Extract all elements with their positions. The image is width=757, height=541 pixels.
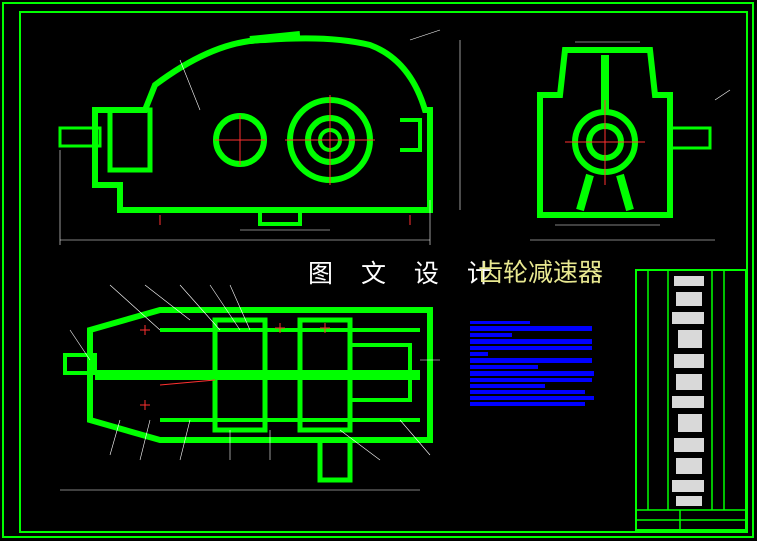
- plan-view-leaders: [60, 284, 440, 491]
- plan-view: [63, 307, 433, 483]
- drawing-title: 齿轮减速器: [478, 258, 604, 287]
- front-view-dimensions: [59, 29, 461, 245]
- front-elevation-view: [58, 31, 433, 226]
- front-view-centerlines: [159, 95, 411, 225]
- side-view-dimensions: [530, 41, 731, 241]
- parts-list-table: [635, 269, 747, 531]
- side-view: [537, 47, 712, 218]
- plan-view-centerlines: [140, 323, 330, 410]
- parts-list-rows: [672, 276, 704, 506]
- technical-notes-block: [470, 321, 594, 406]
- watermark-text: 图 文 设 计: [308, 259, 502, 288]
